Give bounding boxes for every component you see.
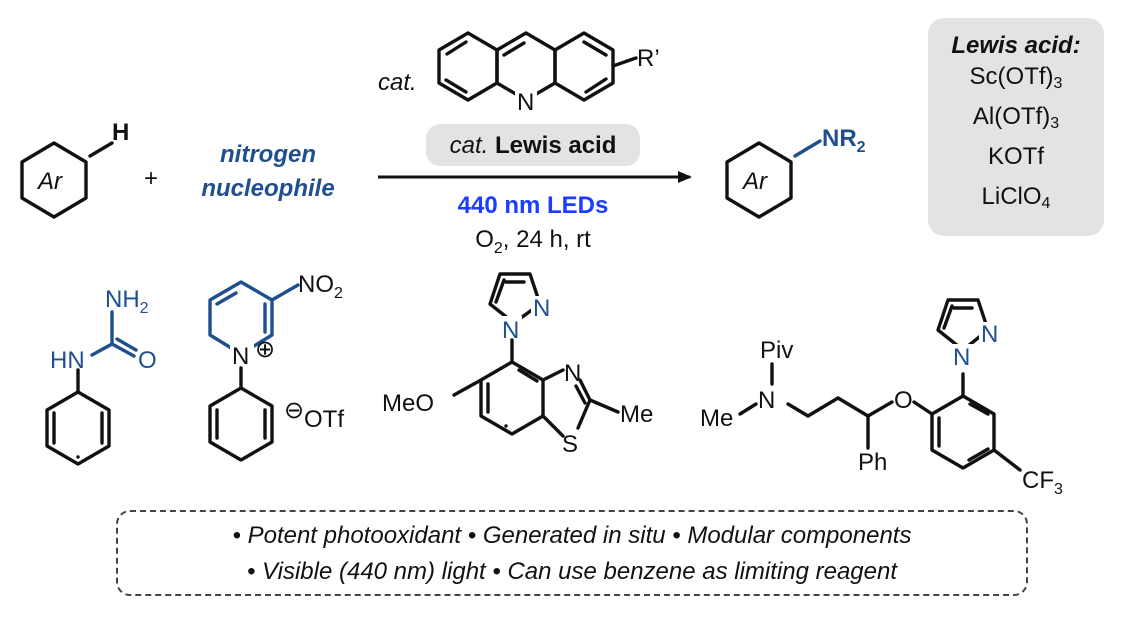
lewis-acid-item: Sc(OTf)3 (969, 63, 1063, 92)
plus-sign: + (144, 165, 158, 192)
drug-pyrazole-n2: N (981, 321, 998, 348)
product-arene: Ar NR2 (725, 125, 866, 219)
drug-piv: Piv (760, 337, 793, 364)
drug-pyrazole-n1: N (953, 344, 970, 371)
product-ar-label: Ar (741, 168, 768, 195)
pyridinium-no2: NO2 (298, 271, 343, 302)
benzothiazole-me: Me (620, 401, 653, 428)
o2-time-temp-label: O2, 24 h, rt (475, 226, 591, 257)
urea-nh2: NH2 (105, 286, 149, 317)
acridine-catalyst: cat. N R’ (378, 31, 660, 116)
svg-text:cat. Lewis acid: cat. Lewis acid (450, 132, 617, 159)
lewis-acid-item: LiClO4 (981, 183, 1051, 212)
benzothiazole-pyrazole-n1: N (502, 317, 519, 344)
example-nitropyridinium: N ⊕ NO2 ⊖ OTf (208, 271, 344, 462)
benzothiazole-meo: MeO (382, 390, 434, 417)
features-line-2: • Visible (440 nm) light • Can use benze… (246, 558, 898, 585)
arene-h-label: H (112, 119, 129, 146)
drug-o: O (894, 387, 913, 414)
urea-o: O (138, 347, 157, 374)
pyridinium-minus: ⊖ (284, 397, 304, 424)
pyridinium-otf: OTf (304, 406, 344, 433)
svg-text:nitrogen: nitrogen (220, 141, 316, 168)
drug-cf3: CF3 (1022, 467, 1063, 498)
cat-label: cat. (378, 69, 417, 96)
drug-n: N (758, 387, 775, 414)
lewis-acid-box: Lewis acid: Sc(OTf)3 Al(OTf)3 KOTf LiClO… (928, 18, 1104, 236)
arene-ar-label: Ar (36, 168, 63, 195)
features-box: • Potent photooxidant • Generated in sit… (116, 510, 1028, 596)
lewis-acid-item: Al(OTf)3 (972, 103, 1060, 132)
example-drug-ether: Piv N Me Ph O CF3 N N (700, 298, 1063, 498)
example-phenylurea: NH2 HN O (45, 286, 157, 466)
acridine-n: N (517, 89, 534, 116)
pyridinium-plus: ⊕ (255, 336, 275, 363)
reactant-arene: Ar H (20, 119, 129, 219)
benzothiazole-pyrazole-n2: N (533, 295, 550, 322)
example-benzothiazole: N N MeO N S Me (382, 272, 653, 458)
lewis-acid-pill: cat. Lewis acid (426, 124, 640, 166)
lewis-acid-title: Lewis acid: (951, 32, 1081, 59)
nitrogen-nucleophile-label: nitrogen nucleophile (201, 141, 334, 202)
benzothiazole-n: N (564, 360, 581, 387)
drug-ph: Ph (858, 449, 887, 476)
benzothiazole-s: S (562, 431, 578, 458)
pyridinium-n: N (232, 343, 249, 370)
product-nr2-label: NR2 (822, 125, 866, 156)
acridine-r-prime: R’ (637, 45, 660, 72)
features-line-1: • Potent photooxidant • Generated in sit… (232, 522, 912, 549)
drug-me: Me (700, 405, 733, 432)
svg-text:nucleophile: nucleophile (201, 175, 334, 202)
lewis-acid-item: KOTf (987, 143, 1044, 170)
urea-hn: HN (50, 347, 85, 374)
light-source-label: 440 nm LEDs (458, 192, 609, 219)
